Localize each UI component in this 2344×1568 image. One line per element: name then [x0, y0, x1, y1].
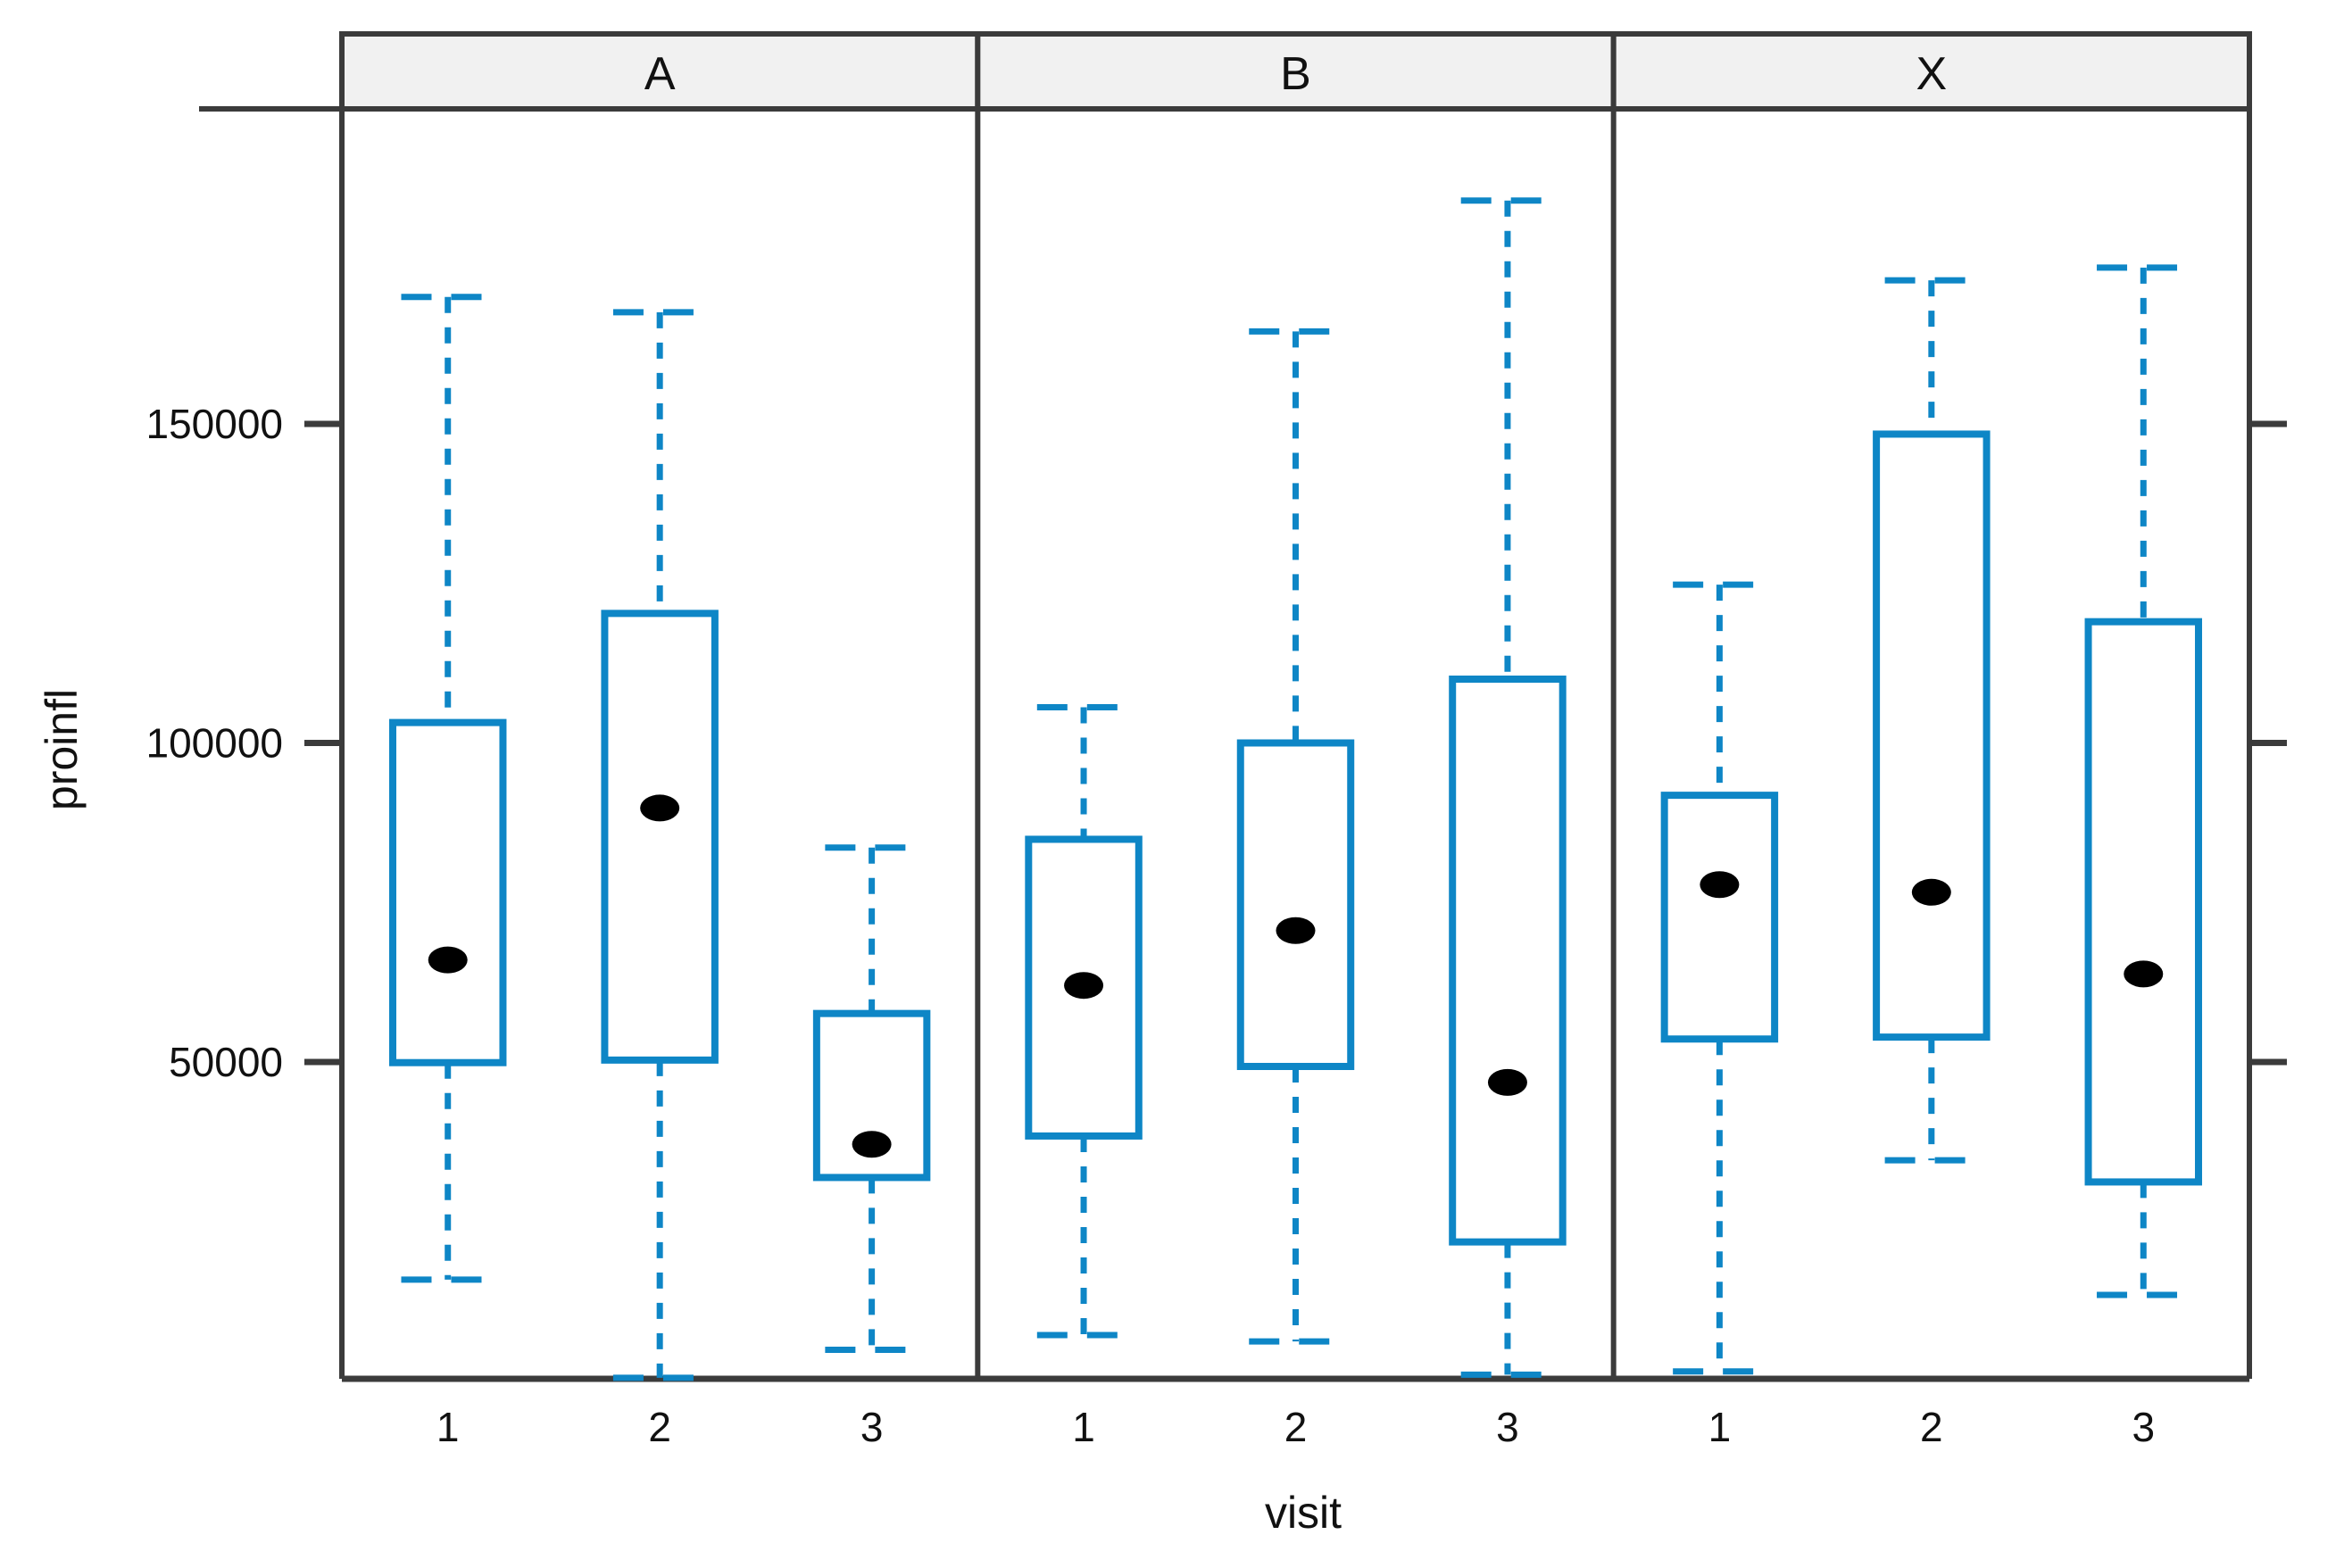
mean-marker: [428, 946, 468, 974]
x-tick-label: 3: [1496, 1404, 1519, 1450]
mean-marker: [1911, 878, 1951, 906]
mean-marker: [640, 794, 680, 822]
boxplot-box: [1449, 197, 1567, 1378]
mean-marker: [1700, 871, 1740, 899]
boxplot-box: [601, 309, 719, 1381]
boxplot-box: [1873, 277, 1991, 1164]
iqr-box: [2084, 618, 2203, 1186]
boxplot-box: [1236, 328, 1355, 1345]
x-tick-label: 1: [1708, 1404, 1732, 1450]
mean-marker: [2124, 960, 2164, 988]
iqr-box: [812, 1009, 931, 1182]
x-tick-label: 2: [1284, 1404, 1308, 1450]
x-tick-label: 1: [436, 1404, 460, 1450]
boxplot-series: [388, 197, 2203, 1381]
boxplot-box: [1660, 581, 1779, 1375]
boxplot-box: [812, 844, 931, 1353]
x-tick-label: 3: [860, 1404, 884, 1450]
iqr-box: [1025, 835, 1143, 1140]
x-axis: 1 2 3 1 2 3 1 2 3: [436, 1404, 2155, 1450]
boxplot-box: [388, 294, 507, 1283]
x-tick-label: 1: [1072, 1404, 1095, 1450]
y-tick-label: 100000: [146, 720, 284, 767]
x-axis-title: visit: [1265, 1488, 1342, 1538]
mean-marker: [1064, 972, 1104, 1000]
mean-marker: [1276, 917, 1316, 944]
iqr-box: [601, 610, 719, 1064]
mean-marker: [852, 1131, 892, 1158]
iqr-box: [1660, 792, 1779, 1043]
iqr-box: [1449, 676, 1567, 1246]
panel-strip-label: A: [644, 48, 676, 100]
panel-strip-label: X: [1916, 48, 1947, 100]
x-tick-label: 3: [2132, 1404, 2155, 1450]
boxplot-box: [1025, 703, 1143, 1339]
panel-strip-label: B: [1280, 48, 1311, 100]
x-tick-label: 2: [648, 1404, 671, 1450]
iqr-box: [1873, 430, 1991, 1041]
iqr-box: [388, 718, 507, 1066]
boxplot-box: [2084, 264, 2203, 1298]
mean-marker: [1487, 1068, 1527, 1096]
y-axis: 50000 100000 150000: [146, 401, 2287, 1085]
x-tick-label: 2: [1920, 1404, 1943, 1450]
y-tick-label: 50000: [169, 1039, 283, 1085]
iqr-box: [1236, 739, 1355, 1071]
y-tick-label: 150000: [146, 401, 284, 447]
y-axis-title: proinfl: [37, 689, 87, 810]
